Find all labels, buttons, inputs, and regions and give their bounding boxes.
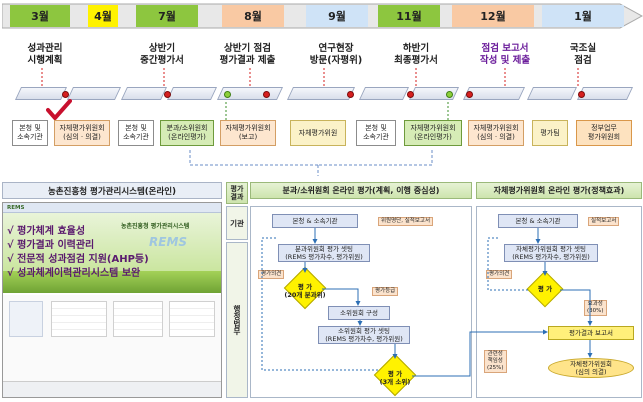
body-table-2 — [113, 301, 163, 337]
right-top-note: 실적보고서 — [588, 217, 620, 226]
stage-dot-8 — [466, 91, 473, 98]
right-eval-note: 평가의견 — [486, 270, 513, 279]
banner-logo: REMS — [149, 235, 188, 249]
left-top-note: 위원명단, 실적보고서 — [378, 217, 434, 226]
system-banner: 농촌진흥청 평가관리시스템 REMS — [3, 213, 221, 293]
actor-box-11: 정부업무 평가위원회 — [576, 120, 632, 146]
left-setup-box: 분과위원회 평가 셋팅 (REMS 평가차수, 평가위원) — [278, 244, 370, 262]
right-report-box: 평가결과 보고서 — [548, 326, 634, 340]
month-7: 7월 — [136, 5, 198, 27]
left-decision-2-text: 평 가 (3개 소위) — [379, 370, 411, 386]
right-lane-title: 자체평가위원회 온라인 평가(정책효과) — [476, 182, 642, 199]
month-9: 9월 — [306, 5, 368, 27]
right-final-box: 자체평가위원회 (심의 의결) — [548, 358, 634, 378]
body-footer — [3, 381, 221, 397]
left-lane-title: 분과/소위원회 온라인 평가(계획, 이행 중심성) — [250, 182, 472, 199]
actor-box-5: 자체평가위원회 (보고) — [220, 120, 276, 146]
system-screenshot: REMS 농촌진흥청 평가관리시스템 REMS √ 평가체계 효율성 √ 평가결… — [2, 202, 222, 398]
left-top-box: 본청 & 소속기관 — [272, 214, 358, 228]
banner-title: 농촌진흥청 평가관리시스템 — [121, 223, 190, 230]
right-setup-box: 자체평가위원회 평가 셋팅 (REMS 평가차수, 평가위원) — [504, 244, 598, 262]
actor-box-10: 평가팀 — [532, 120, 568, 146]
actor-box-1: 본청 및 소속기관 — [12, 120, 48, 146]
eval-result-header: 평가 결과 — [226, 182, 248, 204]
bullet-2: √ 평가결과 이력관리 — [7, 240, 95, 251]
system-logo: REMS — [7, 204, 25, 211]
stage-dot-9 — [578, 91, 585, 98]
actor-box-3: 본청 및 소속기관 — [118, 120, 154, 146]
body-left-panel — [9, 301, 43, 337]
right-compliance-note: 관련성 책임성 (25%) — [484, 350, 507, 373]
banner-field — [3, 271, 221, 293]
system-title: 농촌진흥청 평가관리시스템(온라인) — [2, 182, 222, 199]
stage-dot-3 — [224, 91, 231, 98]
checkmark-icon — [46, 99, 72, 121]
left-grade-note: 평가등급 — [372, 287, 399, 296]
actor-box-2: 자체평가위원회 (심의ㆍ의결) — [54, 120, 110, 146]
stage-dot-6 — [407, 91, 414, 98]
month-1: 1월 — [542, 5, 624, 27]
stage-dot-1 — [62, 91, 69, 98]
left-lane — [250, 206, 472, 398]
month-3: 3월 — [10, 5, 70, 27]
month-12: 12월 — [452, 5, 534, 27]
actor-box-9: 자체평가위원회 (심의ㆍ의결) — [468, 120, 524, 146]
system-bullets: √ 평가체계 효율성 √ 평가결과 이력관리 √ 전문적 성과점검 지원(AHP… — [7, 225, 221, 281]
bullet-3: √ 전문적 성과점검 지원(AHP등) — [7, 254, 149, 265]
month-11: 11월 — [378, 5, 440, 27]
actor-box-7: 본청 및 소속기관 — [356, 120, 396, 146]
body-table-1 — [51, 301, 107, 337]
left-compose-box: 소위원회 구성 — [328, 306, 390, 320]
stage-dot-5 — [347, 91, 354, 98]
system-topbar: REMS — [3, 203, 221, 213]
left-decision-1-text: 평 가 (20개 분과위) — [284, 283, 326, 299]
committee-label: 행정법무 — [226, 242, 248, 398]
right-decision-text: 평 가 — [537, 285, 553, 293]
bullet-4: √ 성과체계이력관리시스템 보완 — [7, 268, 141, 279]
stage-dot-4 — [263, 91, 270, 98]
agency-label: 기관 — [226, 206, 248, 240]
stage-connectors — [41, 68, 579, 176]
actor-box-8: 자체평가위원회 (온라인평가) — [404, 120, 462, 146]
bullet-1: √ 평가체계 효율성 — [7, 226, 86, 237]
month-4: 4월 — [88, 5, 118, 27]
right-top-box: 본청 & 소속기관 — [498, 214, 578, 228]
stage-dot-2 — [164, 91, 171, 98]
left-eval-note: 평가의견 — [258, 270, 285, 279]
system-body — [3, 295, 221, 397]
actor-box-4: 분과/소위원회 (온라인평가) — [160, 120, 214, 146]
actor-box-6: 자체평가위원 — [290, 120, 346, 146]
left-setup2-box: 소위원회 평가 셋팅 (REMS 평가차수, 평가위원) — [318, 326, 410, 344]
stage-dot-7 — [446, 91, 453, 98]
body-table-3 — [169, 301, 215, 337]
month-8: 8월 — [222, 5, 284, 27]
